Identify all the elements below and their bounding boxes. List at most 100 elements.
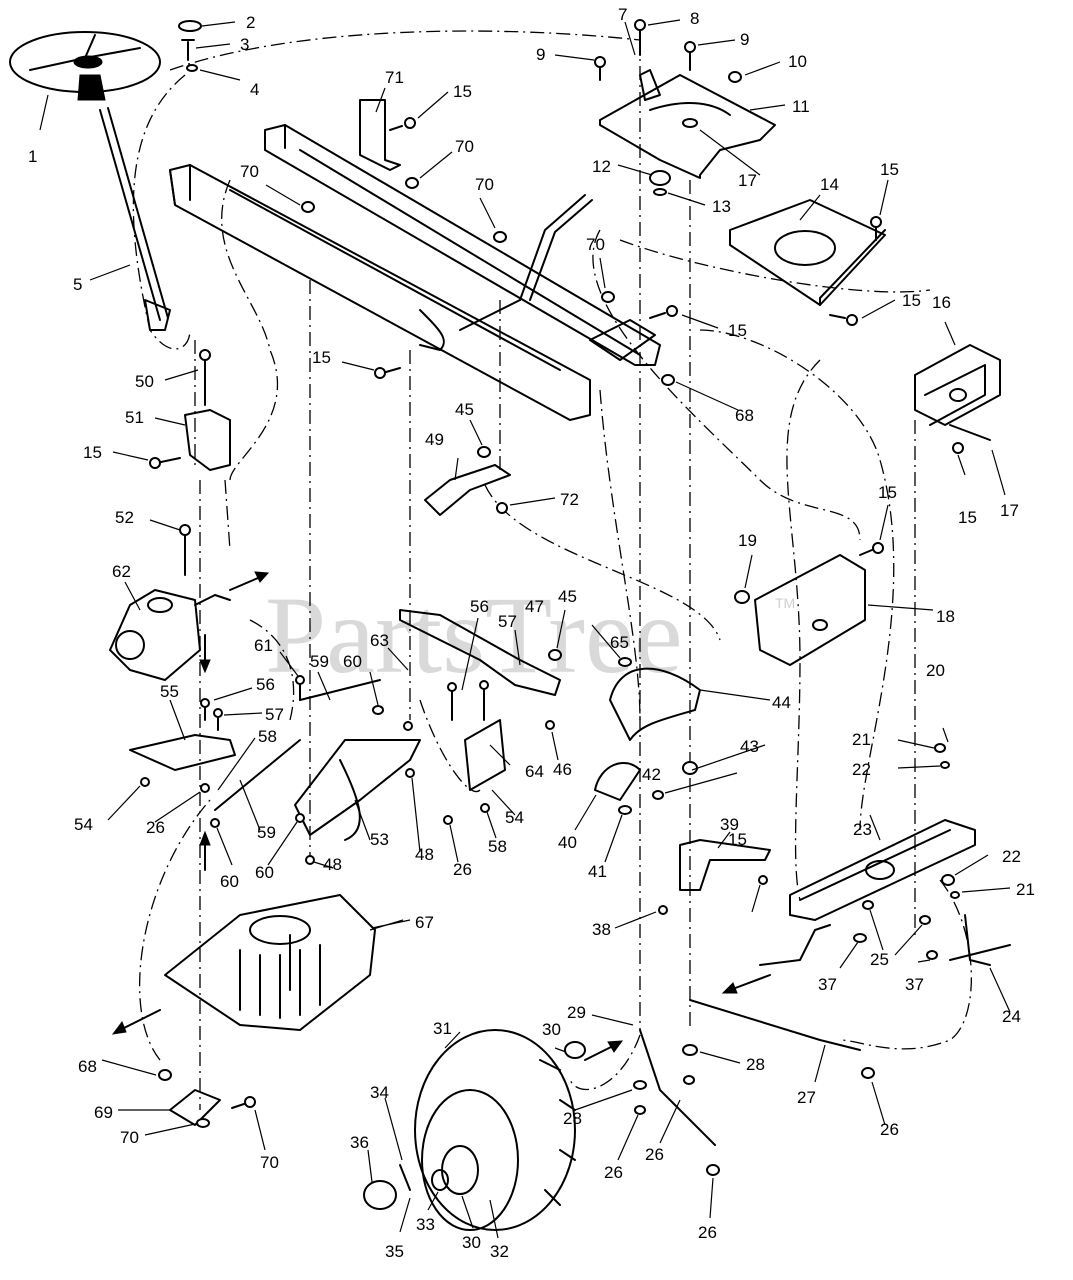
callout-label: 18 [936, 607, 955, 626]
spindle-right [949, 914, 1011, 966]
callout-label: 34 [370, 1083, 389, 1102]
callout-label: 53 [370, 830, 389, 849]
brace-49 [424, 464, 511, 516]
callout-label: 13 [712, 197, 731, 216]
callout-label: 50 [135, 372, 154, 391]
pedal-bracket [294, 739, 421, 841]
callout-label: 10 [788, 52, 807, 71]
mount-plate [729, 199, 886, 306]
callout-label: 26 [453, 860, 472, 879]
steering-gearbox [109, 589, 231, 681]
front-bracket [754, 554, 866, 666]
callout-label: 30 [542, 1020, 561, 1039]
tie-rod [639, 1029, 716, 1146]
callout-label: 26 [146, 818, 165, 837]
gear-nut [653, 188, 667, 196]
callout-label: 23 [853, 820, 872, 839]
callout-label: 54 [505, 808, 524, 827]
steering-bolt [181, 39, 195, 61]
callout-label: 61 [254, 636, 273, 655]
steering-plate [599, 69, 776, 179]
leader-lines [39, 19, 1011, 1239]
callout-label: 14 [820, 175, 839, 194]
callout-label: 45 [558, 587, 577, 606]
callout-label: 3 [240, 35, 249, 54]
callout-label: 39 [720, 815, 739, 834]
callout-label: 15 [902, 291, 921, 310]
callout-label: 68 [735, 406, 754, 425]
callout-label: 33 [416, 1215, 435, 1234]
callout-label: 15 [728, 321, 747, 340]
callout-label: 70 [260, 1153, 279, 1172]
direction-arrows [111, 571, 771, 1061]
washer [186, 64, 198, 72]
callout-label: 70 [120, 1128, 139, 1147]
callout-label: 21 [852, 730, 871, 749]
callout-label: 15 [958, 508, 977, 527]
callout-label: 37 [905, 975, 924, 994]
callout-label: 22 [1002, 847, 1021, 866]
callout-label: 52 [115, 508, 134, 527]
callout-label: 35 [385, 1242, 404, 1261]
callout-label: 58 [488, 837, 507, 856]
assembly-lines [132, 30, 972, 1110]
callout-label: 49 [425, 430, 444, 449]
hub-cap [178, 20, 202, 32]
callout-label: 45 [455, 400, 474, 419]
callout-label: 30 [462, 1233, 481, 1252]
callout-label: 55 [160, 682, 179, 701]
callout-label: 22 [852, 760, 871, 779]
callout-label: 37 [818, 975, 837, 994]
callout-label: 58 [258, 727, 277, 746]
front-axle [789, 819, 976, 921]
frame-rail-right [264, 124, 661, 366]
callout-label: 60 [255, 863, 274, 882]
steering-gear [649, 170, 671, 186]
plate-55 [129, 734, 236, 771]
cotter-pin [399, 1164, 411, 1191]
plate-44 [609, 667, 701, 741]
callout-label: 27 [797, 1088, 816, 1107]
callout-label: 36 [350, 1133, 369, 1152]
callout-label: 12 [592, 157, 611, 176]
callout-label: 41 [588, 862, 607, 881]
callout-label: 46 [553, 760, 572, 779]
callout-label: 69 [94, 1103, 113, 1122]
callout-label: 64 [525, 762, 544, 781]
callout-label: 24 [1002, 1007, 1021, 1026]
callout-label: 28 [746, 1055, 765, 1074]
callout-label: 71 [385, 68, 404, 87]
callout-label: 7 [618, 5, 627, 24]
rod-59-upper [299, 679, 381, 701]
callout-label: 60 [220, 872, 239, 891]
callout-label: 62 [112, 562, 131, 581]
lever-47 [399, 609, 561, 696]
callout-label: 28 [563, 1109, 582, 1128]
rear-bracket [914, 344, 1001, 426]
bracket-51 [184, 409, 231, 471]
steering-wheel [9, 31, 161, 101]
callout-label: 1 [28, 147, 37, 166]
plate-40 [594, 761, 641, 801]
spindle-left [759, 924, 831, 966]
bracket-72 [359, 99, 401, 171]
callout-label: 57 [498, 612, 517, 631]
callout-label: 70 [455, 137, 474, 156]
front-wheel [414, 1029, 576, 1231]
callout-label: 60 [343, 652, 362, 671]
bracket-64 [464, 719, 506, 791]
callout-label: 26 [604, 1163, 623, 1182]
callout-label: 26 [645, 1145, 664, 1164]
callout-label: 47 [525, 597, 544, 616]
callout-label: 70 [586, 235, 605, 254]
callout-label: 15 [728, 830, 747, 849]
callout-label: 48 [415, 845, 434, 864]
callout-label: 20 [926, 661, 945, 680]
callout-label: 59 [310, 652, 329, 671]
callout-label: 19 [738, 531, 757, 550]
callout-label: 65 [610, 633, 629, 652]
watermark-trademark: TM [775, 595, 795, 611]
callout-label: 38 [592, 920, 611, 939]
callout-label: 32 [490, 1242, 509, 1261]
